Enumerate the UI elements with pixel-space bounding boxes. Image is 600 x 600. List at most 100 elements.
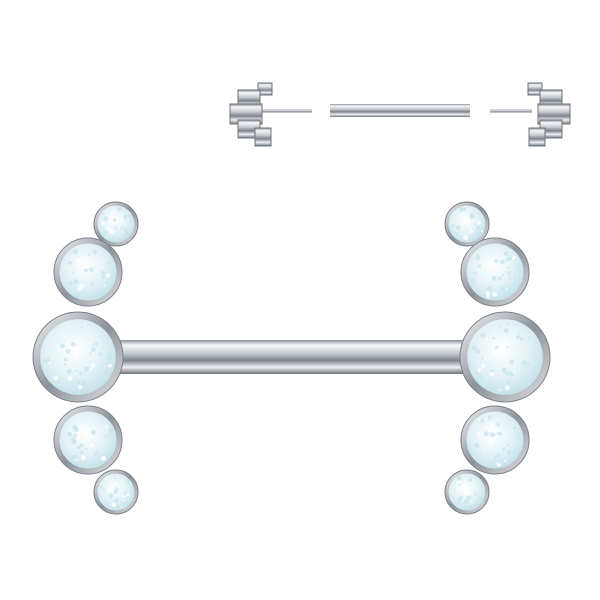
opal-fleck [108,363,112,368]
opal-fleck [77,380,81,385]
opal-fleck [491,275,497,281]
opal-fleck [103,284,106,287]
opal-fleck [96,374,101,379]
opal-fleck [101,270,106,276]
opal-fleck [75,356,78,360]
opal-fleck [456,475,462,481]
opal-fleck [70,455,75,460]
opal-fleck [475,443,478,447]
opal-stone [460,405,530,475]
opal-fleck [455,225,461,230]
opal-stone [32,311,124,403]
opal-fleck [109,428,114,434]
opal-fleck [111,502,117,508]
opal-fleck [505,322,509,325]
opal-fleck [509,359,515,365]
opal-fleck [468,478,473,482]
opal-fleck [101,212,105,216]
opal-fleck [504,291,508,294]
opal-fleck [123,227,129,233]
opal-fleck [475,371,478,374]
opal-fleck [112,218,117,222]
opal-face [467,319,543,395]
opal-fleck [113,210,116,213]
opal-fleck [451,223,455,228]
right-opal-cluster [444,201,551,515]
opal-fleck [496,432,499,435]
opal-fleck [478,374,484,380]
opal-fleck [109,229,115,235]
opal-fleck [475,500,478,504]
opal-fleck [504,385,510,391]
opal-fleck [479,451,482,454]
opal-fleck [489,432,495,438]
opal-fleck [487,427,491,431]
opal-fleck [506,346,509,349]
opal-fleck [466,495,472,500]
opal-fleck [454,232,459,236]
opal-fleck [506,266,509,269]
opal-fleck [98,484,103,489]
opal-fleck [514,255,517,259]
opal-fleck [480,332,486,338]
opal-fleck [91,344,94,347]
opal-fleck [501,274,504,277]
opal-fleck [506,256,511,261]
opal-fleck [518,332,521,335]
opal-fleck [89,367,93,371]
opal-fleck [501,447,506,451]
opal-fleck [470,278,476,284]
opal-fleck [98,290,102,295]
opal-fleck [88,352,92,355]
opal-fleck [77,294,80,297]
opal-fleck [485,290,491,296]
side-view-thumbnail [229,82,571,147]
opal-fleck [477,264,482,268]
opal-fleck [491,423,495,428]
opal-fleck [92,249,98,255]
opal-fleck [521,376,525,380]
opal-fleck [79,443,84,448]
side-view-left-pin [262,109,312,113]
opal-fleck [475,255,481,260]
opal-fleck [117,206,122,212]
opal-fleck [90,363,96,369]
opal-fleck [462,483,467,488]
opal-fleck [114,226,118,229]
opal-stone [444,201,490,247]
opal-fleck [94,342,99,346]
opal-fleck [486,285,492,291]
opal-fleck [526,363,531,367]
opal-stone [53,237,123,307]
opal-fleck [473,223,477,226]
opal-fleck [494,345,499,350]
opal-fleck [480,363,486,369]
opal-fleck [80,450,84,455]
opal-fleck [42,359,47,363]
opal-fleck [477,368,482,372]
opal-fleck [70,341,76,347]
opal-fleck [90,347,96,353]
opal-stone [460,237,530,307]
opal-fleck [73,279,79,284]
opal-fleck [506,449,512,455]
opal-fleck [492,291,498,297]
opal-fleck [492,351,497,356]
opal-fleck [503,251,509,257]
opal-fleck [106,227,111,231]
opal-fleck [84,366,89,372]
opal-fleck [78,385,83,390]
opal-fleck [521,360,527,366]
opal-fleck [508,343,511,346]
opal-fleck [98,351,103,356]
opal-fleck [505,371,509,376]
opal-fleck [86,438,90,441]
side-view-shaft [330,104,470,117]
opal-fleck [474,493,477,496]
opal-fleck [101,275,105,280]
opal-stone [459,311,551,403]
opal-fleck [458,206,464,212]
opal-fleck [505,288,508,291]
opal-fleck [513,273,516,277]
opal-fleck [127,214,132,218]
